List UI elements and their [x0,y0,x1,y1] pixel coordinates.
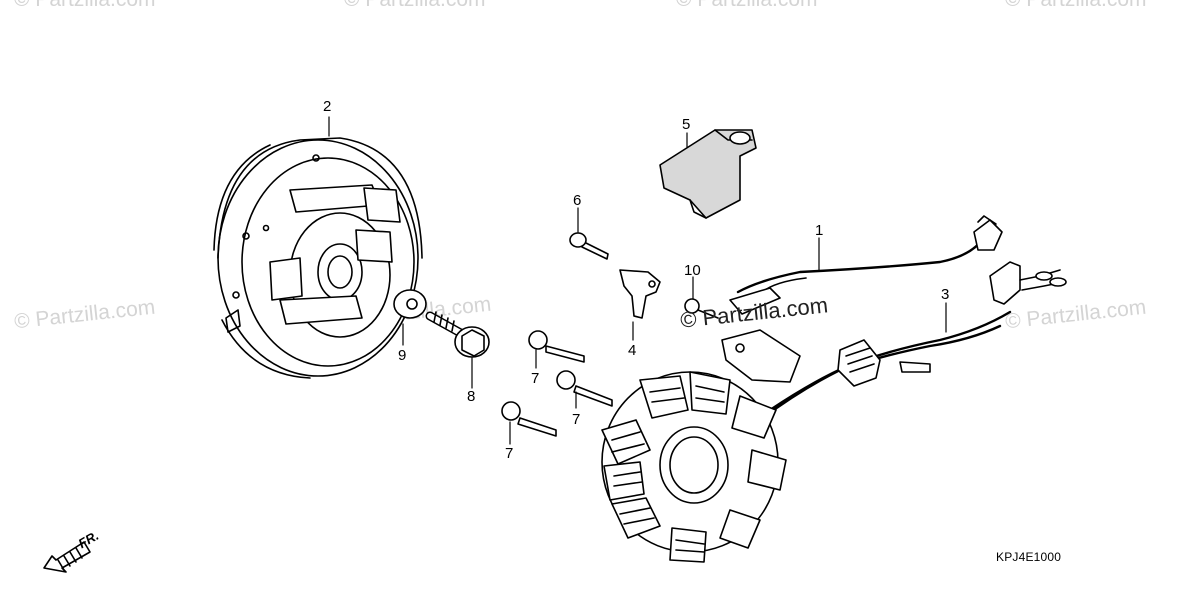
callout-3: 3 [941,286,950,303]
callout-10: 10 [684,262,701,279]
watermark: © Partzilla.com [344,0,486,12]
screw-part [569,232,609,260]
callout-2: 2 [323,98,332,115]
leader-lines [328,116,947,445]
washer-part [393,289,427,319]
stator-bolt-part [528,330,585,363]
small-screw-part [684,298,719,319]
flange-bolt-part [425,311,490,358]
pulse-generator-part [659,129,757,219]
diagram-code: KPJ4E1000 [996,550,1062,564]
pulse-generator-wire [721,215,1003,383]
watermark: © Partzilla.com [14,0,156,12]
clamp-part [619,269,661,319]
callout-1: 1 [815,222,824,239]
stator-harness-wire [758,261,1067,422]
watermark: © Partzilla.com [676,0,818,12]
callout-5: 5 [682,116,691,133]
flywheel-part [213,137,423,379]
stator-bolt-part [556,370,613,407]
stator-part [601,371,787,563]
stator-bolt-part [501,401,557,437]
callout-7: 7 [572,411,581,428]
direction-arrow-icon [43,541,91,573]
callout-6: 6 [573,192,582,209]
callout-7: 7 [531,370,540,387]
callout-7: 7 [505,445,514,462]
callout-4: 4 [628,342,637,359]
watermark: © Partzilla.com [1005,0,1147,12]
callout-8: 8 [467,388,476,405]
callout-9: 9 [398,347,407,364]
